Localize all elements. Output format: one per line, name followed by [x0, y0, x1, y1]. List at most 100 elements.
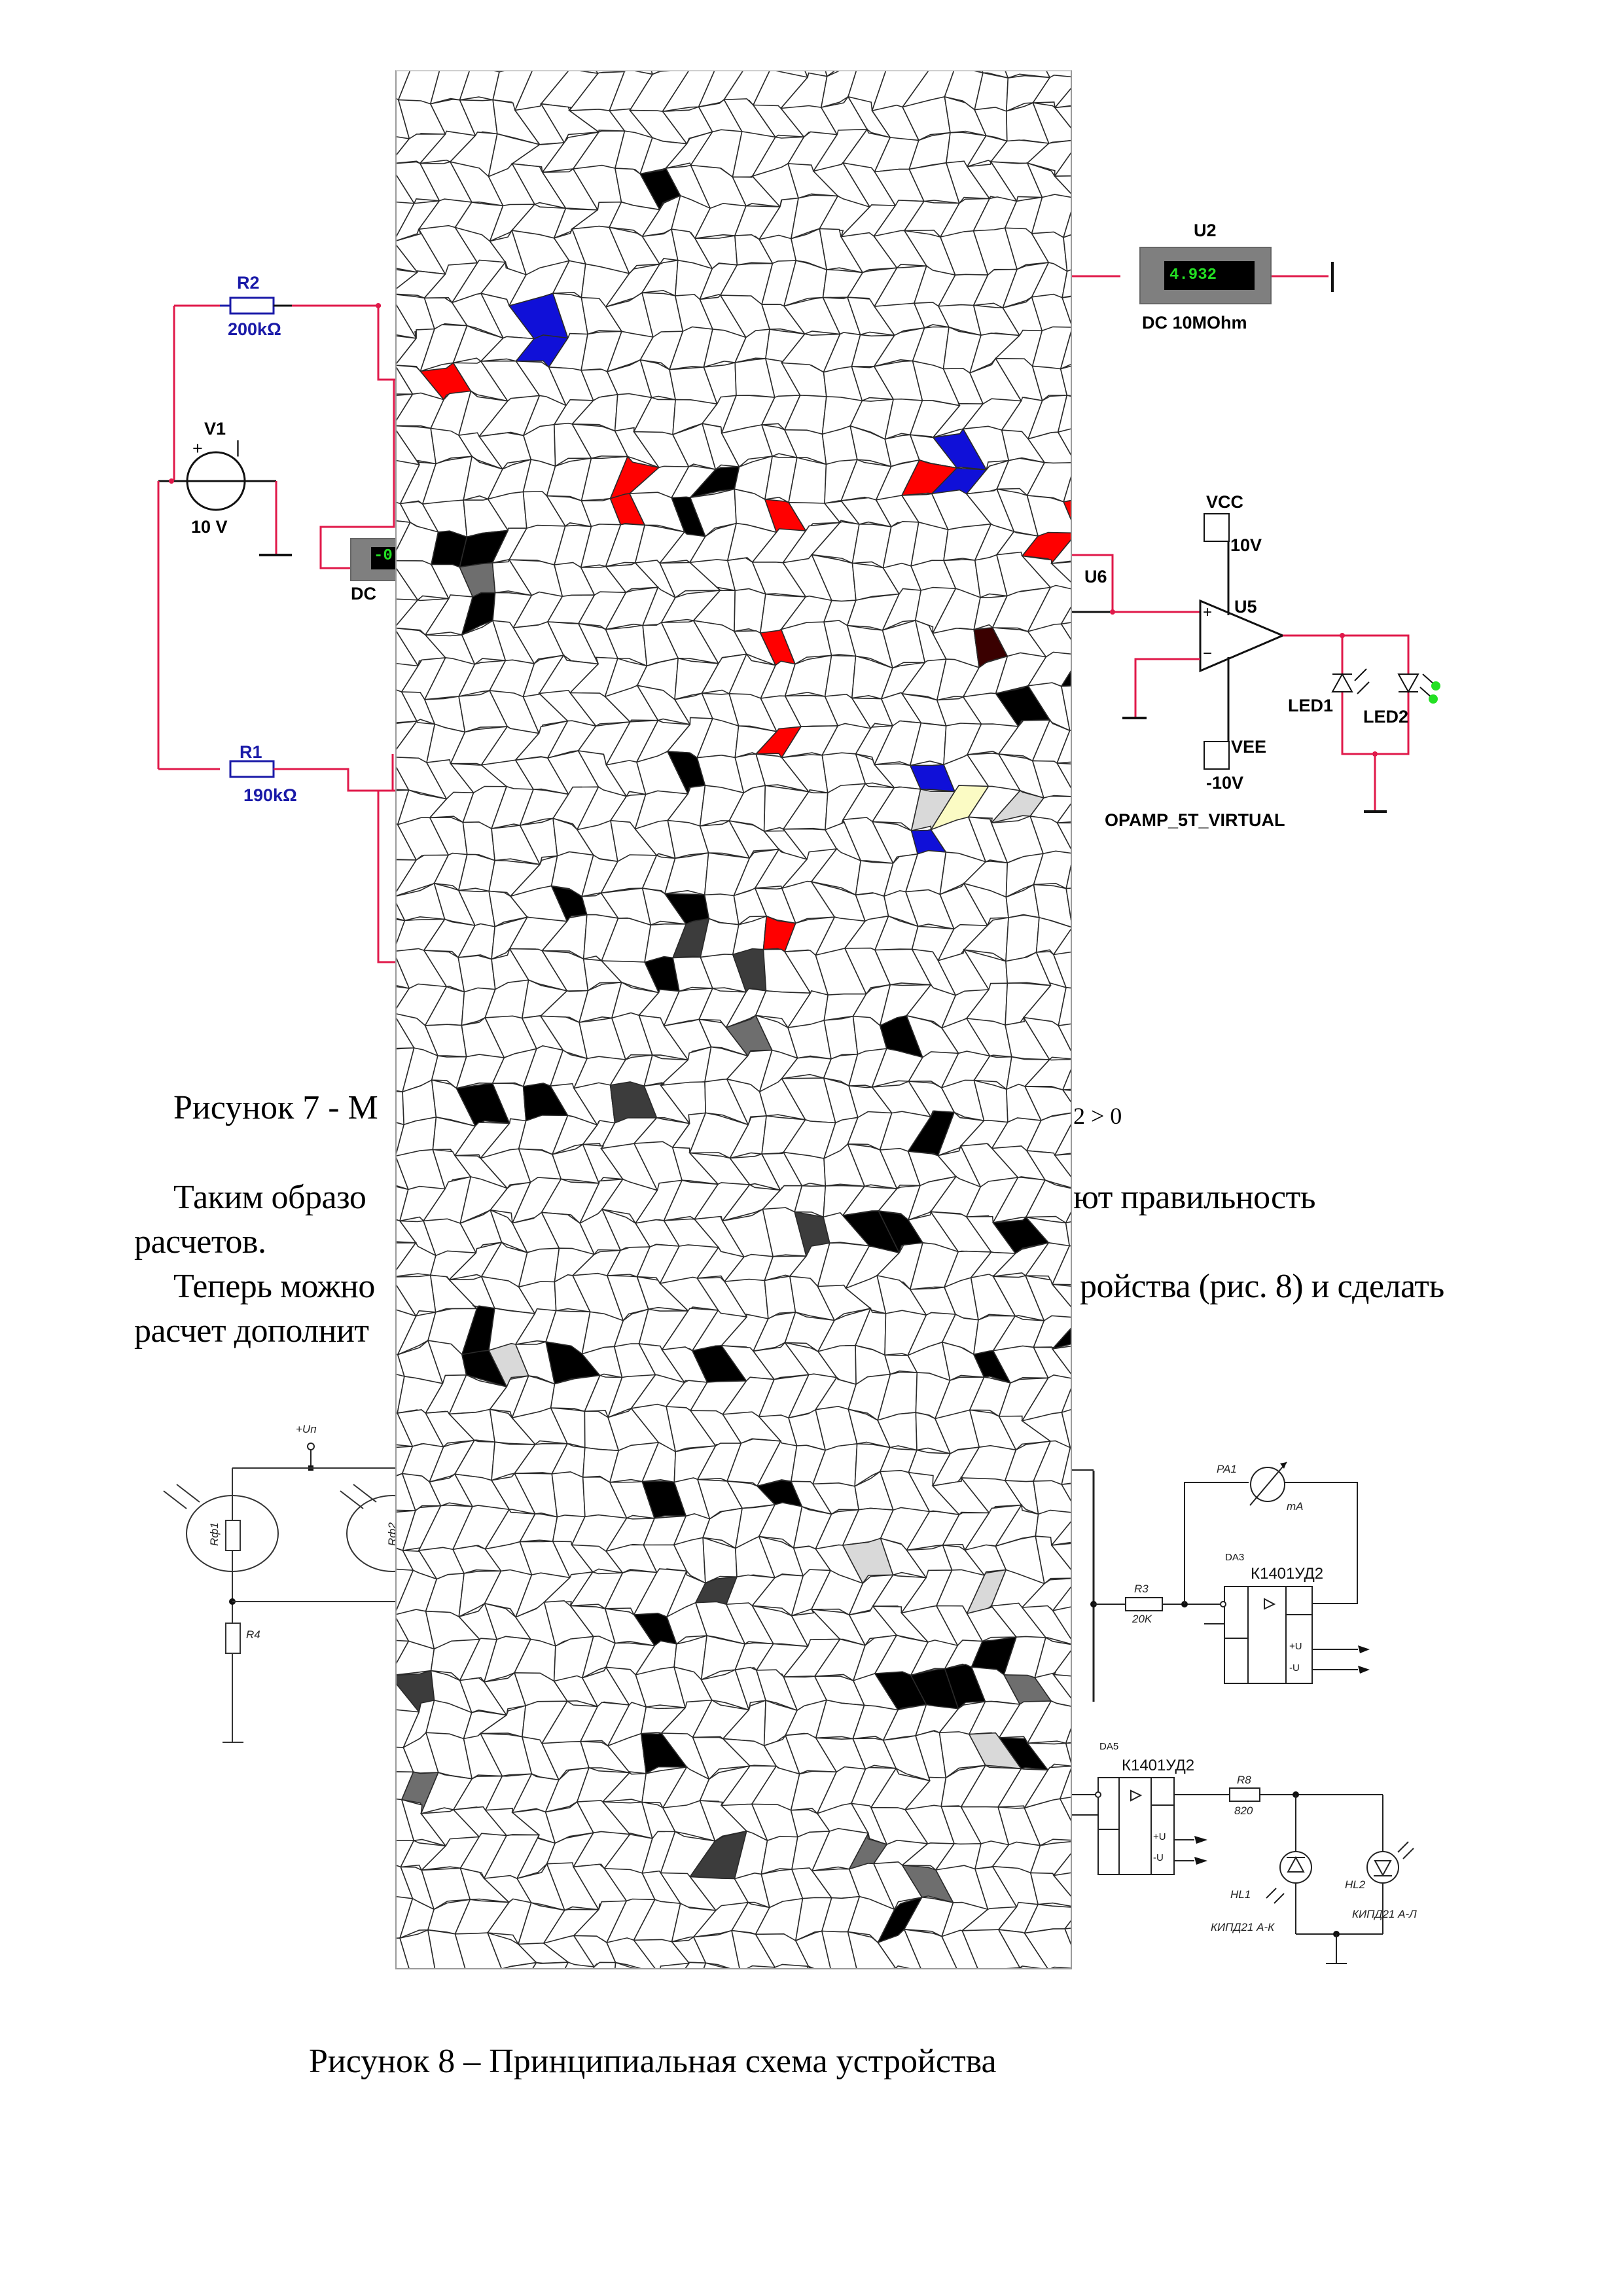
paragraph-2-line1-end: ройства (рис. 8) и сделать	[1080, 1268, 1444, 1305]
mosaic-cell	[593, 1962, 616, 1968]
mosaic-cell-red	[1063, 500, 1071, 520]
mosaic-cell	[685, 1962, 707, 1968]
mosaic-cell	[532, 1962, 569, 1968]
mosaic-cell	[1050, 1966, 1071, 1968]
r3-resistor	[1125, 1597, 1163, 1611]
mosaic-cell	[940, 1929, 978, 1968]
mosaic-cell	[551, 1471, 586, 1518]
mosaic-overlay	[395, 70, 1072, 1969]
mosaic-cell	[821, 1930, 857, 1968]
mosaic-cell	[397, 1937, 410, 1968]
mosaic-cell	[1056, 762, 1071, 789]
mosaic-cell	[399, 1929, 436, 1968]
led1-icon	[1331, 672, 1353, 692]
mosaic-cell	[1051, 1283, 1071, 1308]
da5-label: DA5	[1099, 1741, 1119, 1752]
da3-minus-pin: -U	[1289, 1662, 1300, 1674]
mosaic-cell	[1024, 1928, 1071, 1968]
mosaic-cell	[1010, 1967, 1021, 1968]
mosaic-cell	[1056, 822, 1071, 850]
mosaic-cell	[1060, 1483, 1071, 1501]
r2-resistor	[229, 296, 275, 315]
u2-label: U2	[1194, 221, 1217, 240]
mosaic-cell	[903, 1928, 957, 1968]
figure8-caption: Рисунок 8 – Принципиальная схема устройс…	[309, 2043, 997, 2080]
mosaic-cell	[1050, 1543, 1071, 1570]
hl2-label: HL2	[1345, 1878, 1366, 1891]
vcc-box	[1204, 513, 1230, 542]
u5-model: OPAMP_5T_VIRTUAL	[1105, 810, 1285, 830]
mosaic-cell	[564, 1962, 595, 1968]
pa1-unit: mA	[1287, 1500, 1304, 1513]
r4-label: R4	[246, 1628, 260, 1641]
mosaic-cell	[1050, 561, 1071, 583]
r2-label: R2	[237, 273, 260, 293]
mosaic-cell	[1065, 1742, 1071, 1763]
mosaic-cells	[397, 71, 1071, 1968]
r1-value: 190kΩ	[243, 785, 297, 805]
u2-display: 4.932	[1164, 261, 1255, 290]
mosaic-cell	[1060, 622, 1071, 640]
mosaic-cell	[774, 1964, 810, 1968]
mosaic-cell	[1052, 1872, 1071, 1897]
r4-resistor	[225, 1623, 241, 1654]
mosaic-cell	[1061, 296, 1071, 324]
mosaic-cell	[397, 1242, 417, 1270]
da3-label: DA3	[1225, 1552, 1245, 1563]
r1-resistor	[229, 760, 275, 778]
mosaic-cell	[1052, 1606, 1071, 1640]
r8-value: 820	[1234, 1804, 1253, 1817]
supply-label: +Uп	[296, 1423, 317, 1435]
led2-icon	[1397, 673, 1419, 694]
mosaic-cell	[1064, 1928, 1071, 1945]
hl1-part: КИПД21 А-К	[1211, 1921, 1275, 1933]
mosaic-cell	[1059, 1797, 1071, 1821]
mosaic-cell	[457, 955, 496, 993]
mosaic-cell	[1019, 1967, 1024, 1968]
mosaic-cell	[1051, 1346, 1071, 1374]
dc-meter-left-display: -0	[371, 547, 400, 569]
mosaic-cell	[1052, 1674, 1071, 1698]
paragraph-1-line1-start: Таким образо	[173, 1179, 366, 1216]
mosaic-cell	[427, 1929, 466, 1968]
v1-value: 10 V	[191, 517, 228, 537]
figure7-caption-start: Рисунок 7 - М	[173, 1089, 378, 1126]
dc-meter-left-label: DC	[351, 584, 376, 603]
mosaic-cell	[877, 1928, 921, 1968]
paragraph-1-line2: расчетов.	[134, 1223, 266, 1261]
u5-opamp	[1199, 599, 1285, 673]
da3-plus-pin: +U	[1289, 1641, 1302, 1652]
rf1-label: Rф1	[208, 1522, 221, 1546]
vcc-label: VCC	[1206, 492, 1244, 512]
u2-mode: DC 10MOhm	[1142, 313, 1247, 332]
r2-value: 200kΩ	[228, 319, 281, 339]
led2-glow	[1431, 681, 1440, 691]
da5-minus-pin: -U	[1153, 1852, 1164, 1863]
mosaic-cell	[703, 1962, 728, 1968]
r3-label: R3	[1134, 1583, 1149, 1595]
mosaic-cell	[1065, 888, 1071, 921]
mosaic-cell	[1061, 1089, 1071, 1103]
v1-minus: |	[236, 437, 241, 457]
u5-plus: +	[1203, 603, 1213, 621]
hl2-icon	[1366, 1851, 1399, 1884]
mosaic-cell	[746, 1965, 776, 1968]
u5-label: U5	[1234, 597, 1257, 617]
da3-part: К1401УД2	[1251, 1565, 1324, 1583]
paragraph-2-line1-start: Теперь можно	[173, 1268, 375, 1305]
hl1-icon	[1279, 1851, 1312, 1884]
mosaic-cell	[806, 1965, 813, 1968]
figure7-caption-end: 2 > 0	[1073, 1088, 1122, 1130]
led1-label: LED1	[1288, 696, 1334, 715]
pa1-label: PA1	[1217, 1463, 1237, 1475]
da5-plus-pin: +U	[1153, 1831, 1166, 1842]
mosaic-cell	[660, 1962, 690, 1968]
mosaic-cell	[503, 1962, 538, 1968]
v1-source	[186, 451, 246, 511]
da5-part: К1401УД2	[1122, 1757, 1195, 1774]
vcc-value: 10V	[1230, 535, 1262, 555]
vee-value: -10V	[1206, 773, 1244, 793]
mosaic-cell	[847, 1931, 897, 1968]
mosaic-cell	[1054, 105, 1071, 128]
rf1-photoresistor	[186, 1495, 279, 1572]
